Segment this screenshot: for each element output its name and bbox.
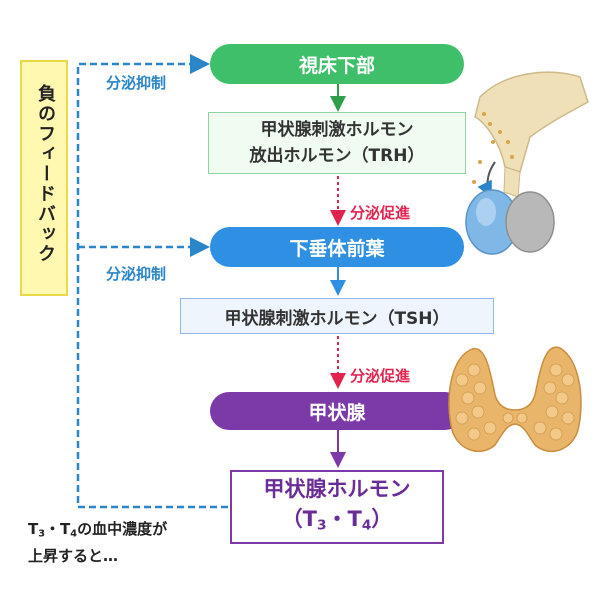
pituitary-illustration	[465, 71, 589, 255]
trigger-line2: 上昇すると…	[28, 547, 119, 566]
trh-node: 甲状腺刺激ホルモン 放出ホルモン（TRH）	[208, 112, 466, 174]
thyroid-label: 甲状腺	[308, 401, 366, 424]
thyroid-node: 甲状腺	[210, 392, 464, 430]
promote-label-top: 分泌促進	[350, 204, 411, 222]
trh-line1: 甲状腺刺激ホルモン	[260, 120, 414, 140]
trh-line2: 放出ホルモン（TRH）	[249, 146, 425, 166]
pituitary-label: 下垂体前葉	[289, 237, 385, 260]
feedback-label: 負のフィードバック	[35, 84, 56, 264]
hypothalamus-label: 視床下部	[298, 54, 375, 77]
pituitary-node: 下垂体前葉	[210, 227, 464, 267]
inhibit-label-top: 分泌抑制	[106, 74, 167, 92]
trigger-text: T3・T4の血中濃度が 上昇すると…	[28, 518, 167, 567]
hormone-line2: （T3・T4）	[281, 506, 393, 534]
inhibit-label-mid: 分泌抑制	[106, 265, 167, 283]
thyroid-gland-illustration	[448, 346, 582, 453]
trigger-line1: T3・T4の血中濃度が	[28, 520, 168, 540]
feedback-line	[76, 54, 228, 509]
hormone-line1: 甲状腺ホルモン	[263, 476, 411, 501]
hypothalamus-node: 視床下部	[210, 44, 464, 84]
promote-label-bottom: 分泌促進	[350, 367, 411, 385]
tsh-label: 甲状腺刺激ホルモン（TSH）	[224, 308, 450, 329]
tsh-node: 甲状腺刺激ホルモン（TSH）	[180, 298, 494, 334]
feedback-box: 負のフィードバック	[20, 60, 68, 296]
hormone-node: 甲状腺ホルモン （T3・T4）	[230, 470, 444, 544]
